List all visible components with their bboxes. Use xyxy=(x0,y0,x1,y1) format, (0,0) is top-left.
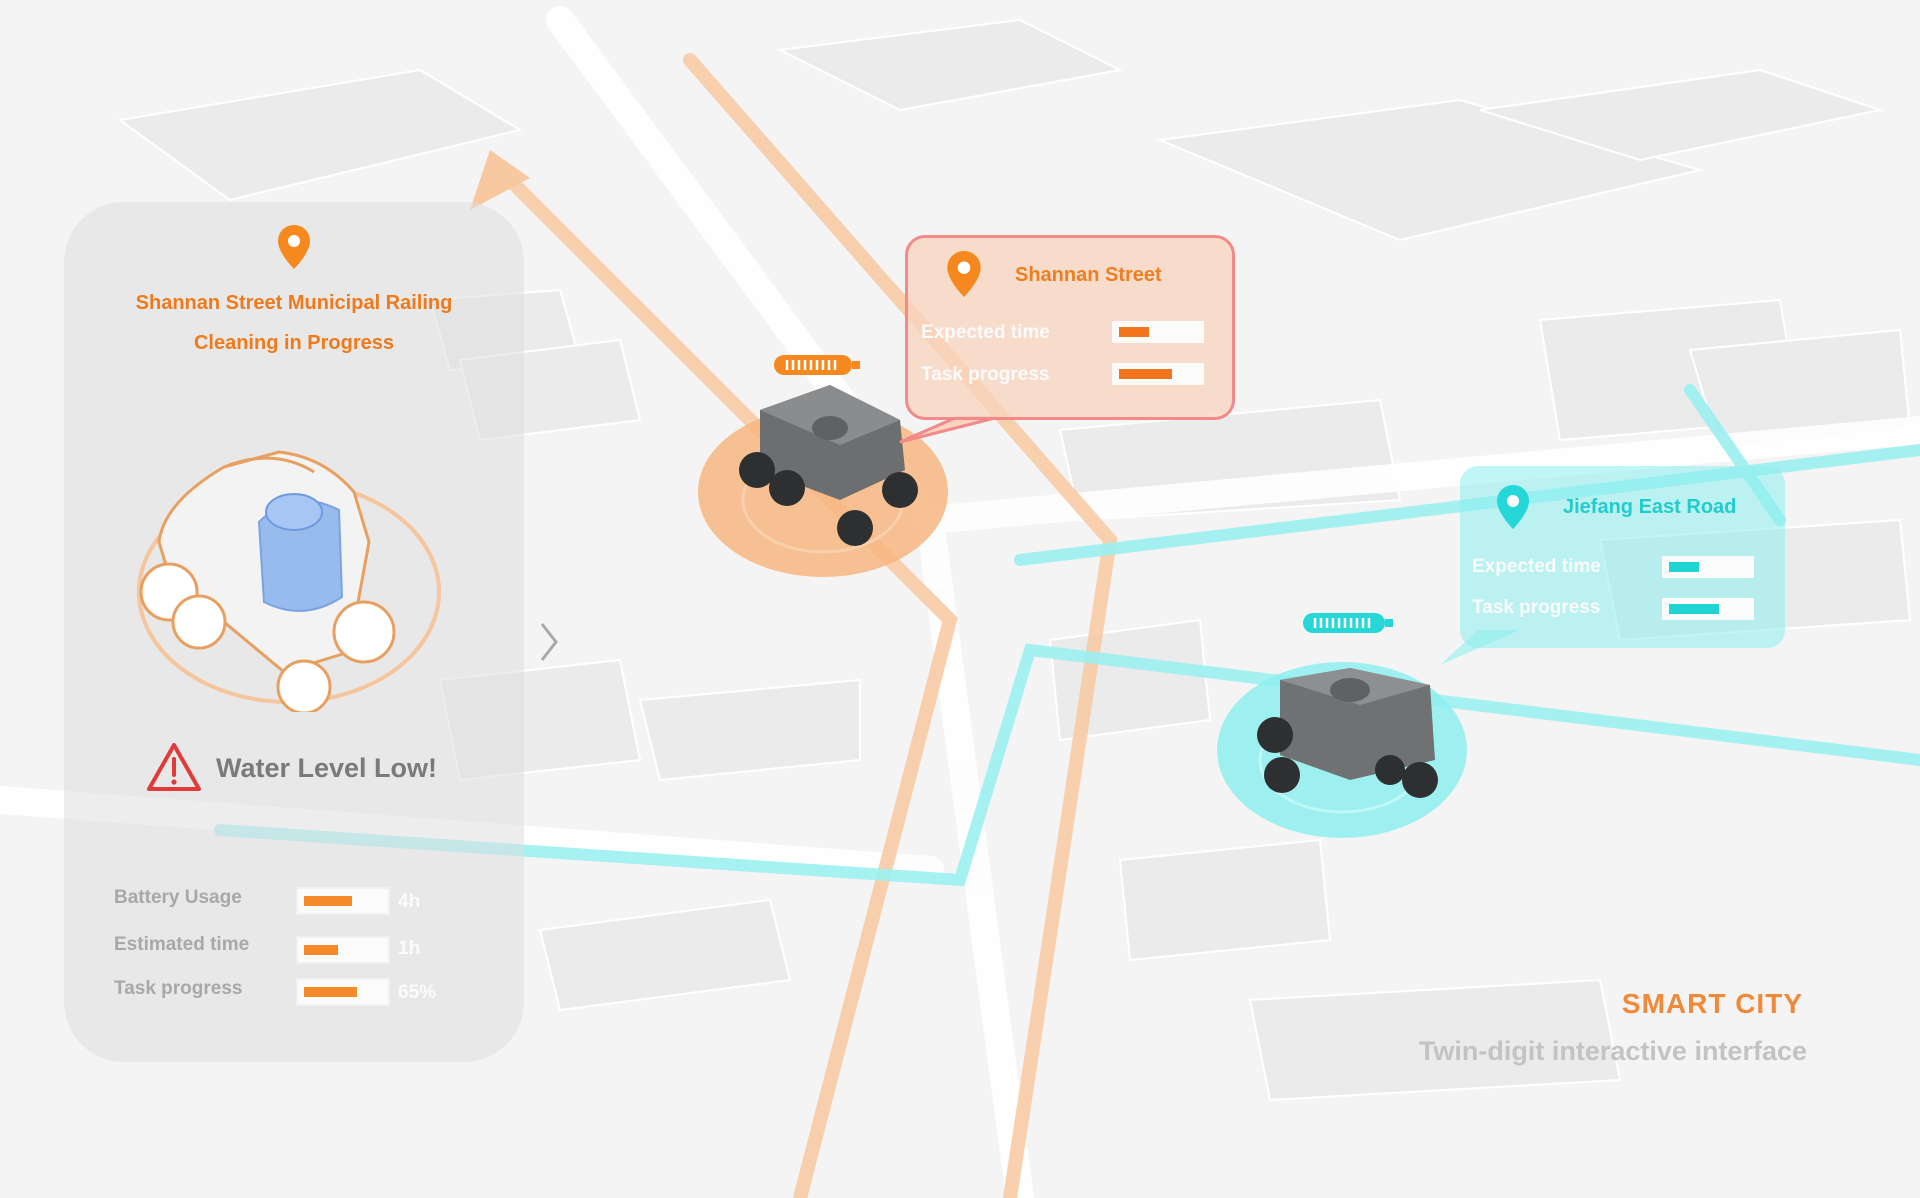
stat-estimated-time: Estimated time 1h xyxy=(114,932,514,964)
stat-bar xyxy=(296,978,390,1006)
buildings xyxy=(117,18,1912,1102)
robot-cyan xyxy=(1257,668,1438,798)
robot-detail-panel: Shannan Street Municipal Railing Cleanin… xyxy=(64,202,524,1062)
task-title-line1: Shannan Street Municipal Railing xyxy=(135,292,453,314)
expected-time-bar xyxy=(1662,556,1754,578)
location-pin-icon xyxy=(277,224,311,275)
callout-title: Shannan Street xyxy=(1015,264,1162,286)
stat-value: 65% xyxy=(398,982,437,1003)
brand-title: SMART CITY xyxy=(1621,988,1803,1019)
callout-shannan-street[interactable]: Shannan Street Expected time Task progre… xyxy=(905,235,1235,420)
task-progress-bar xyxy=(1662,598,1754,620)
expected-time-bar xyxy=(1112,321,1204,343)
battery-icon-cyan xyxy=(1302,612,1394,634)
stat-bar-fill xyxy=(304,945,338,955)
route-arrow xyxy=(470,150,530,210)
stat-value: 4h xyxy=(398,891,421,912)
expected-time-fill xyxy=(1119,327,1149,337)
task-progress-label: Task progress xyxy=(1472,597,1601,618)
stat-battery-usage: Battery Usage 4h xyxy=(114,885,514,915)
stat-bar xyxy=(296,936,390,964)
stat-bar-fill xyxy=(304,896,352,906)
location-pin-icon xyxy=(946,250,982,303)
stat-bar xyxy=(296,887,390,915)
robot-orange xyxy=(739,385,918,546)
warning-message: Water Level Low! xyxy=(216,753,438,783)
stat-value: 1h xyxy=(398,938,421,959)
orange-route xyxy=(493,53,1118,1198)
expected-time-label: Expected time xyxy=(921,322,1050,343)
expected-time-label: Expected time xyxy=(1472,556,1601,577)
stat-label: Estimated time xyxy=(114,934,250,955)
callout-jiefang-east-road[interactable]: Jiefang East Road Expected time Task pro… xyxy=(1460,466,1785,648)
task-progress-fill xyxy=(1669,604,1719,614)
brand-subtitle: Twin-digit interactive interface xyxy=(1418,1036,1807,1066)
stat-label: Task progress xyxy=(114,978,243,999)
task-title-line2: Cleaning in Progress xyxy=(193,332,395,354)
callout-title: Jiefang East Road xyxy=(1563,496,1737,518)
stat-task-progress: Task progress 65% xyxy=(114,976,514,1006)
chevron-right-icon[interactable] xyxy=(536,620,562,669)
expected-time-fill xyxy=(1669,562,1699,572)
stat-label: Battery Usage xyxy=(114,887,242,908)
battery-icon-orange xyxy=(773,354,861,376)
task-progress-fill xyxy=(1119,369,1172,379)
robot-outline-illustration xyxy=(137,450,441,712)
stat-bar-fill xyxy=(304,987,357,997)
warning-triangle-icon xyxy=(146,742,202,797)
task-progress-bar xyxy=(1112,363,1204,385)
task-progress-label: Task progress xyxy=(921,364,1050,385)
location-pin-icon xyxy=(1496,484,1530,535)
